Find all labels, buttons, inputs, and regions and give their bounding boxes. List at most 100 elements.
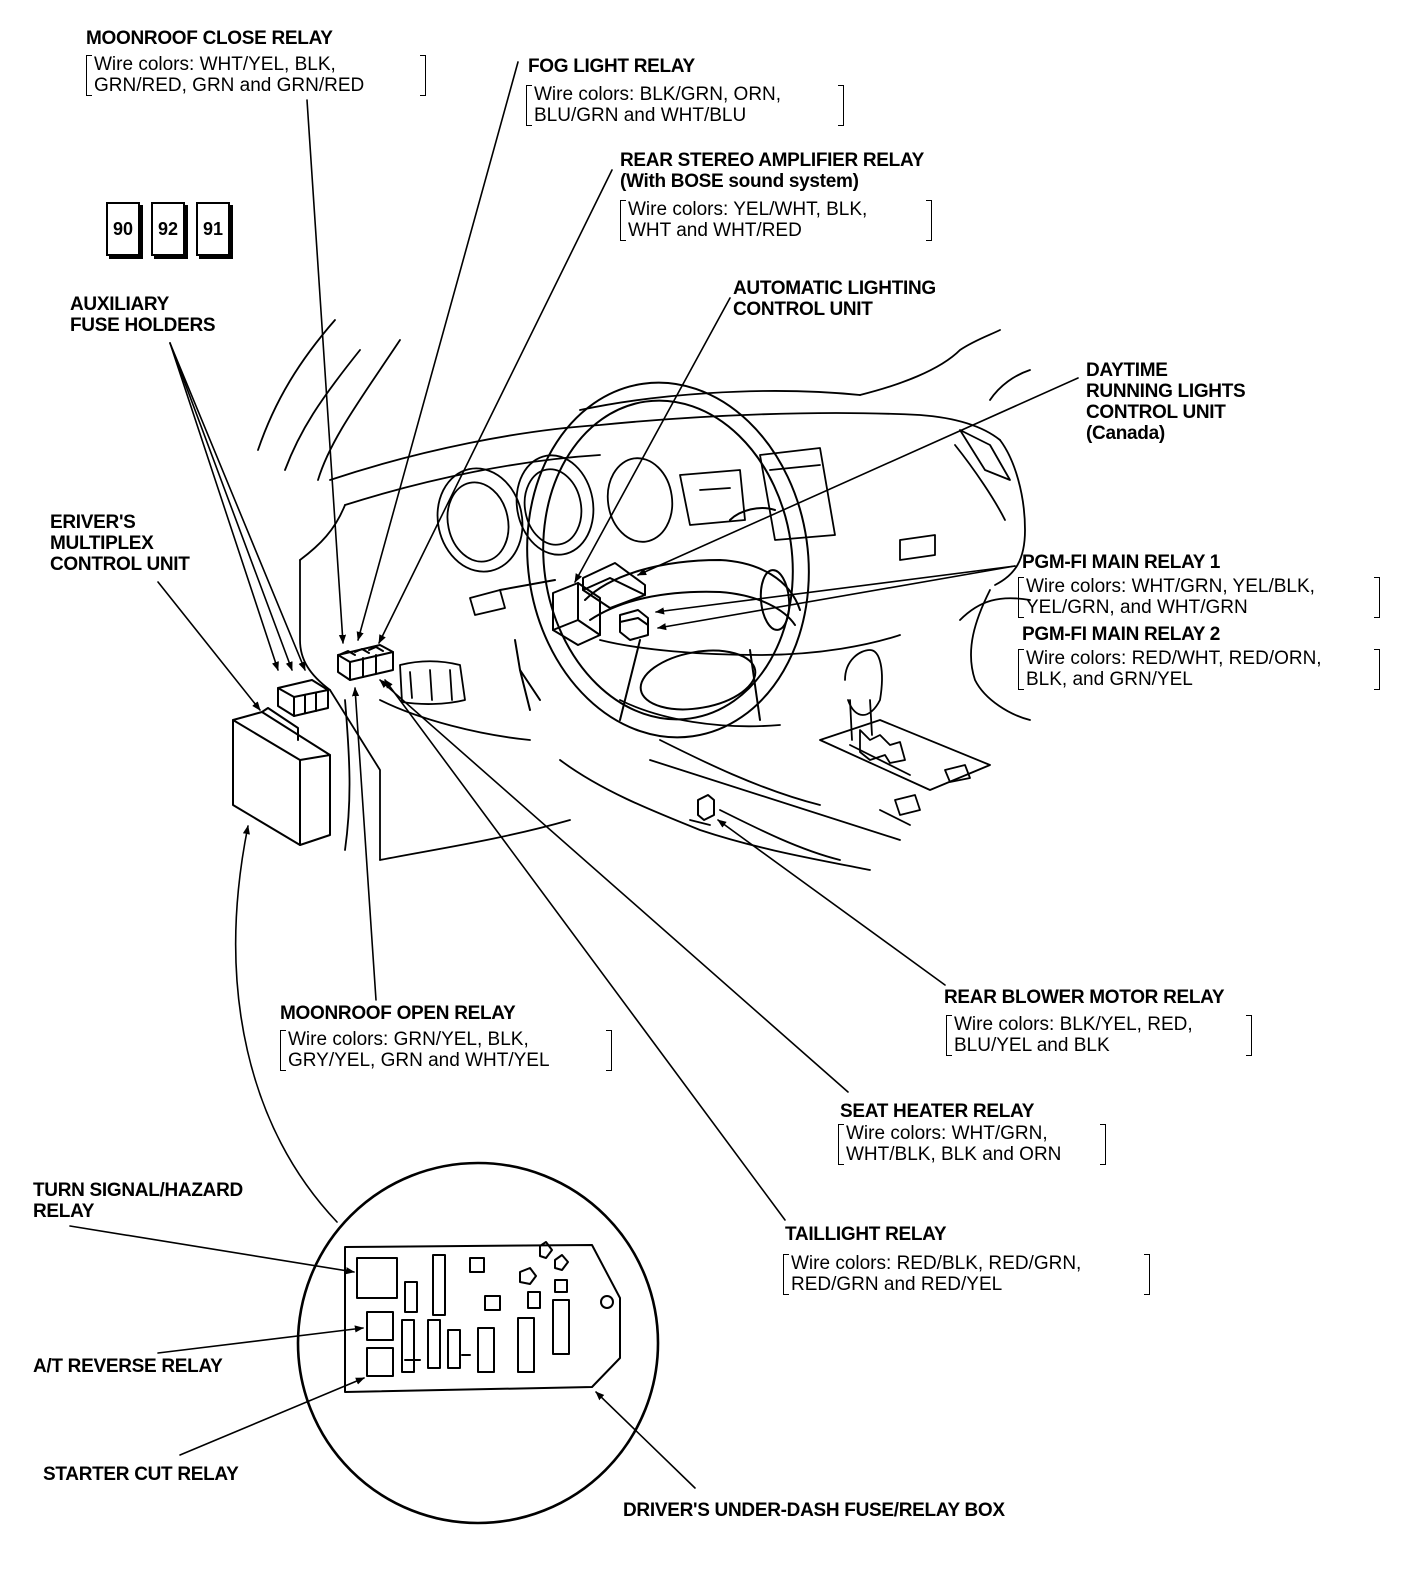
automatic-lighting-control-unit-label: AUTOMATIC LIGHTING CONTROL UNIT: [733, 278, 936, 320]
auto-lighting-leader: [574, 297, 731, 583]
multiplex-unit-shape: [232, 707, 331, 846]
fog-light-relay-title: FOG LIGHT RELAY: [528, 56, 695, 77]
fog-light-relay-wires: Wire colors: BLK/GRN, ORN, BLU/GRN and W…: [526, 84, 844, 126]
label-line: FUSE HOLDERS: [70, 315, 216, 336]
turn-signal-leader: [69, 1225, 355, 1275]
pgm-fi-main-relay-2-label: PGM-FI MAIN RELAY 2: [1022, 624, 1220, 645]
label-line: CONTROL UNIT: [1086, 402, 1226, 423]
wire-line: GRN/RED, GRN and GRN/RED: [94, 75, 365, 96]
label-line: ERIVER'S: [50, 512, 136, 533]
wire-line: Wire colors: WHT/YEL, BLK,: [94, 54, 336, 75]
label-line: DAYTIME: [1086, 360, 1168, 381]
label-line: DRIVER'S UNDER-DASH FUSE/RELAY BOX: [623, 1500, 1005, 1521]
moonroof-open-leader: [351, 687, 377, 1001]
label-line: CONTROL UNIT: [733, 299, 873, 320]
wire-line: Wire colors: RED/BLK, RED/GRN,: [791, 1253, 1082, 1274]
seat-heater-relay-label: SEAT HEATER RELAY: [840, 1101, 1034, 1122]
seat-heater-relay-wires: Wire colors: WHT/GRN, WHT/BLK, BLK and O…: [838, 1123, 1106, 1165]
leader-lines: [69, 61, 1079, 1489]
wire-line: WHT and WHT/RED: [628, 220, 802, 241]
control-units: [552, 562, 715, 821]
wire-line: Wire colors: BLK/GRN, ORN,: [534, 84, 782, 105]
auxiliary-fuse-holders-label: AUXILIARY FUSE HOLDERS: [70, 294, 216, 336]
relay-cluster: [277, 644, 394, 717]
taillight-leader: [384, 679, 786, 1221]
daytime-running-lights-control-unit-label: DAYTIME RUNNING LIGHTS CONTROL UNIT (Can…: [1086, 360, 1246, 444]
wire-line: Wire colors: WHT/GRN, YEL/BLK,: [1026, 576, 1315, 597]
pgm-fi-leader-2: [657, 565, 1016, 631]
label-line: MULTIPLEX: [50, 533, 154, 554]
label-line: AUTOMATIC LIGHTING: [733, 278, 936, 299]
aux-fuse-leader-3: [169, 342, 306, 671]
fog-light-relay-label: FOG LIGHT RELAY: [528, 56, 695, 77]
wire-line: Wire colors: YEL/WHT, BLK,: [628, 199, 868, 220]
pgm-fi-relay-shape: [619, 609, 649, 641]
fuse-box-leader: [595, 1391, 696, 1489]
wire-line: BLK, and GRN/YEL: [1026, 669, 1193, 690]
wire-line: RED/GRN and RED/YEL: [791, 1274, 1003, 1295]
wire-line: GRY/YEL, GRN and WHT/YEL: [288, 1050, 550, 1071]
taillight-relay-label: TAILLIGHT RELAY: [785, 1224, 947, 1245]
daytime-running-leader: [637, 377, 1079, 576]
starter-cut-relay-label: STARTER CUT RELAY: [43, 1464, 239, 1485]
seat-heater-leader: [379, 679, 849, 1093]
wire-line: Wire colors: RED/WHT, RED/ORN,: [1026, 648, 1322, 669]
wire-line: Wire colors: WHT/GRN,: [846, 1123, 1048, 1144]
aux-fuse-leader-1: [169, 342, 279, 671]
label-line: TURN SIGNAL/HAZARD: [33, 1180, 243, 1201]
rear-stereo-subtitle: (With BOSE sound system): [620, 171, 859, 192]
drivers-under-dash-fuse-relay-box-label: DRIVER'S UNDER-DASH FUSE/RELAY BOX: [623, 1500, 1005, 1521]
pgm-fi-leader-1: [655, 565, 1016, 615]
label-line: TAILLIGHT RELAY: [785, 1224, 947, 1245]
starter-cut-leader: [179, 1377, 365, 1456]
label-line: CONTROL UNIT: [50, 554, 190, 575]
drivers-multiplex-control-unit-label: ERIVER'S MULTIPLEX CONTROL UNIT: [50, 512, 190, 575]
rear-stereo-title: REAR STEREO AMPLIFIER RELAY: [620, 150, 925, 171]
curved-detail-arrow: [234, 825, 338, 1223]
turn-signal-hazard-relay-label: TURN SIGNAL/HAZARD RELAY: [33, 1180, 243, 1222]
label-line: (Canada): [1086, 423, 1165, 444]
rear-blower-relay-shape: [697, 794, 715, 821]
aux-fuse-92: 92: [151, 202, 185, 256]
moonroof-open-relay-label: MOONROOF OPEN RELAY: [280, 1003, 516, 1024]
wire-line: Wire colors: BLK/YEL, RED,: [954, 1014, 1193, 1035]
wire-line: BLU/YEL and BLK: [954, 1035, 1110, 1056]
label-line: RUNNING LIGHTS: [1086, 381, 1246, 402]
rear-stereo-leader: [378, 169, 613, 644]
label-line: REAR BLOWER MOTOR RELAY: [944, 987, 1225, 1008]
windshield-outline: [257, 319, 1031, 481]
rear-blower-motor-relay-label: REAR BLOWER MOTOR RELAY: [944, 987, 1225, 1008]
moonroof-close-relay-title: MOONROOF CLOSE RELAY: [86, 28, 333, 49]
label-line: STARTER CUT RELAY: [43, 1464, 239, 1485]
moonroof-close-leader: [306, 99, 347, 644]
at-reverse-leader: [157, 1325, 364, 1354]
label-line: PGM-FI MAIN RELAY 2: [1022, 624, 1221, 645]
label-line: A/T REVERSE RELAY: [33, 1356, 223, 1377]
fuse-relay-box-detail: [296, 1161, 660, 1525]
rear-blower-leader: [717, 819, 946, 986]
moonroof-close-relay-wires: Wire colors: WHT/YEL, BLK, GRN/RED, GRN …: [86, 54, 426, 96]
fog-light-leader: [356, 61, 519, 641]
rear-stereo-amplifier-relay-label: REAR STEREO AMPLIFIER RELAY (With BOSE s…: [620, 150, 924, 192]
label-line: MOONROOF OPEN RELAY: [280, 1003, 516, 1024]
dashboard-outline: [299, 412, 1031, 871]
label-line: RELAY: [33, 1201, 95, 1222]
moonroof-close-relay-label: MOONROOF CLOSE RELAY: [86, 28, 333, 49]
wire-line: BLU/GRN and WHT/BLU: [534, 105, 747, 126]
pgm-fi-main-relay-1-label: PGM-FI MAIN RELAY 1: [1022, 552, 1220, 573]
taillight-relay-wires: Wire colors: RED/BLK, RED/GRN, RED/GRN a…: [783, 1253, 1150, 1295]
multiplex-leader: [157, 581, 261, 711]
wire-line: Wire colors: GRN/YEL, BLK,: [288, 1029, 529, 1050]
automatic-lighting-unit-shape: [552, 582, 601, 646]
label-line: SEAT HEATER RELAY: [840, 1101, 1035, 1122]
at-reverse-relay-label: A/T REVERSE RELAY: [33, 1356, 223, 1377]
instrument-cluster: [436, 454, 746, 573]
steering-wheel: [499, 381, 810, 739]
pgm-fi-main-relay-1-wires: Wire colors: WHT/GRN, YEL/BLK, YEL/GRN, …: [1018, 576, 1380, 618]
rear-stereo-amplifier-relay-wires: Wire colors: YEL/WHT, BLK, WHT and WHT/R…: [620, 199, 932, 241]
pgm-fi-main-relay-2-wires: Wire colors: RED/WHT, RED/ORN, BLK, and …: [1018, 648, 1380, 690]
rear-blower-motor-relay-wires: Wire colors: BLK/YEL, RED, BLU/YEL and B…: [946, 1014, 1252, 1056]
aux-fuse-90: 90: [106, 202, 140, 256]
wire-line: YEL/GRN, and WHT/GRN: [1026, 597, 1248, 618]
